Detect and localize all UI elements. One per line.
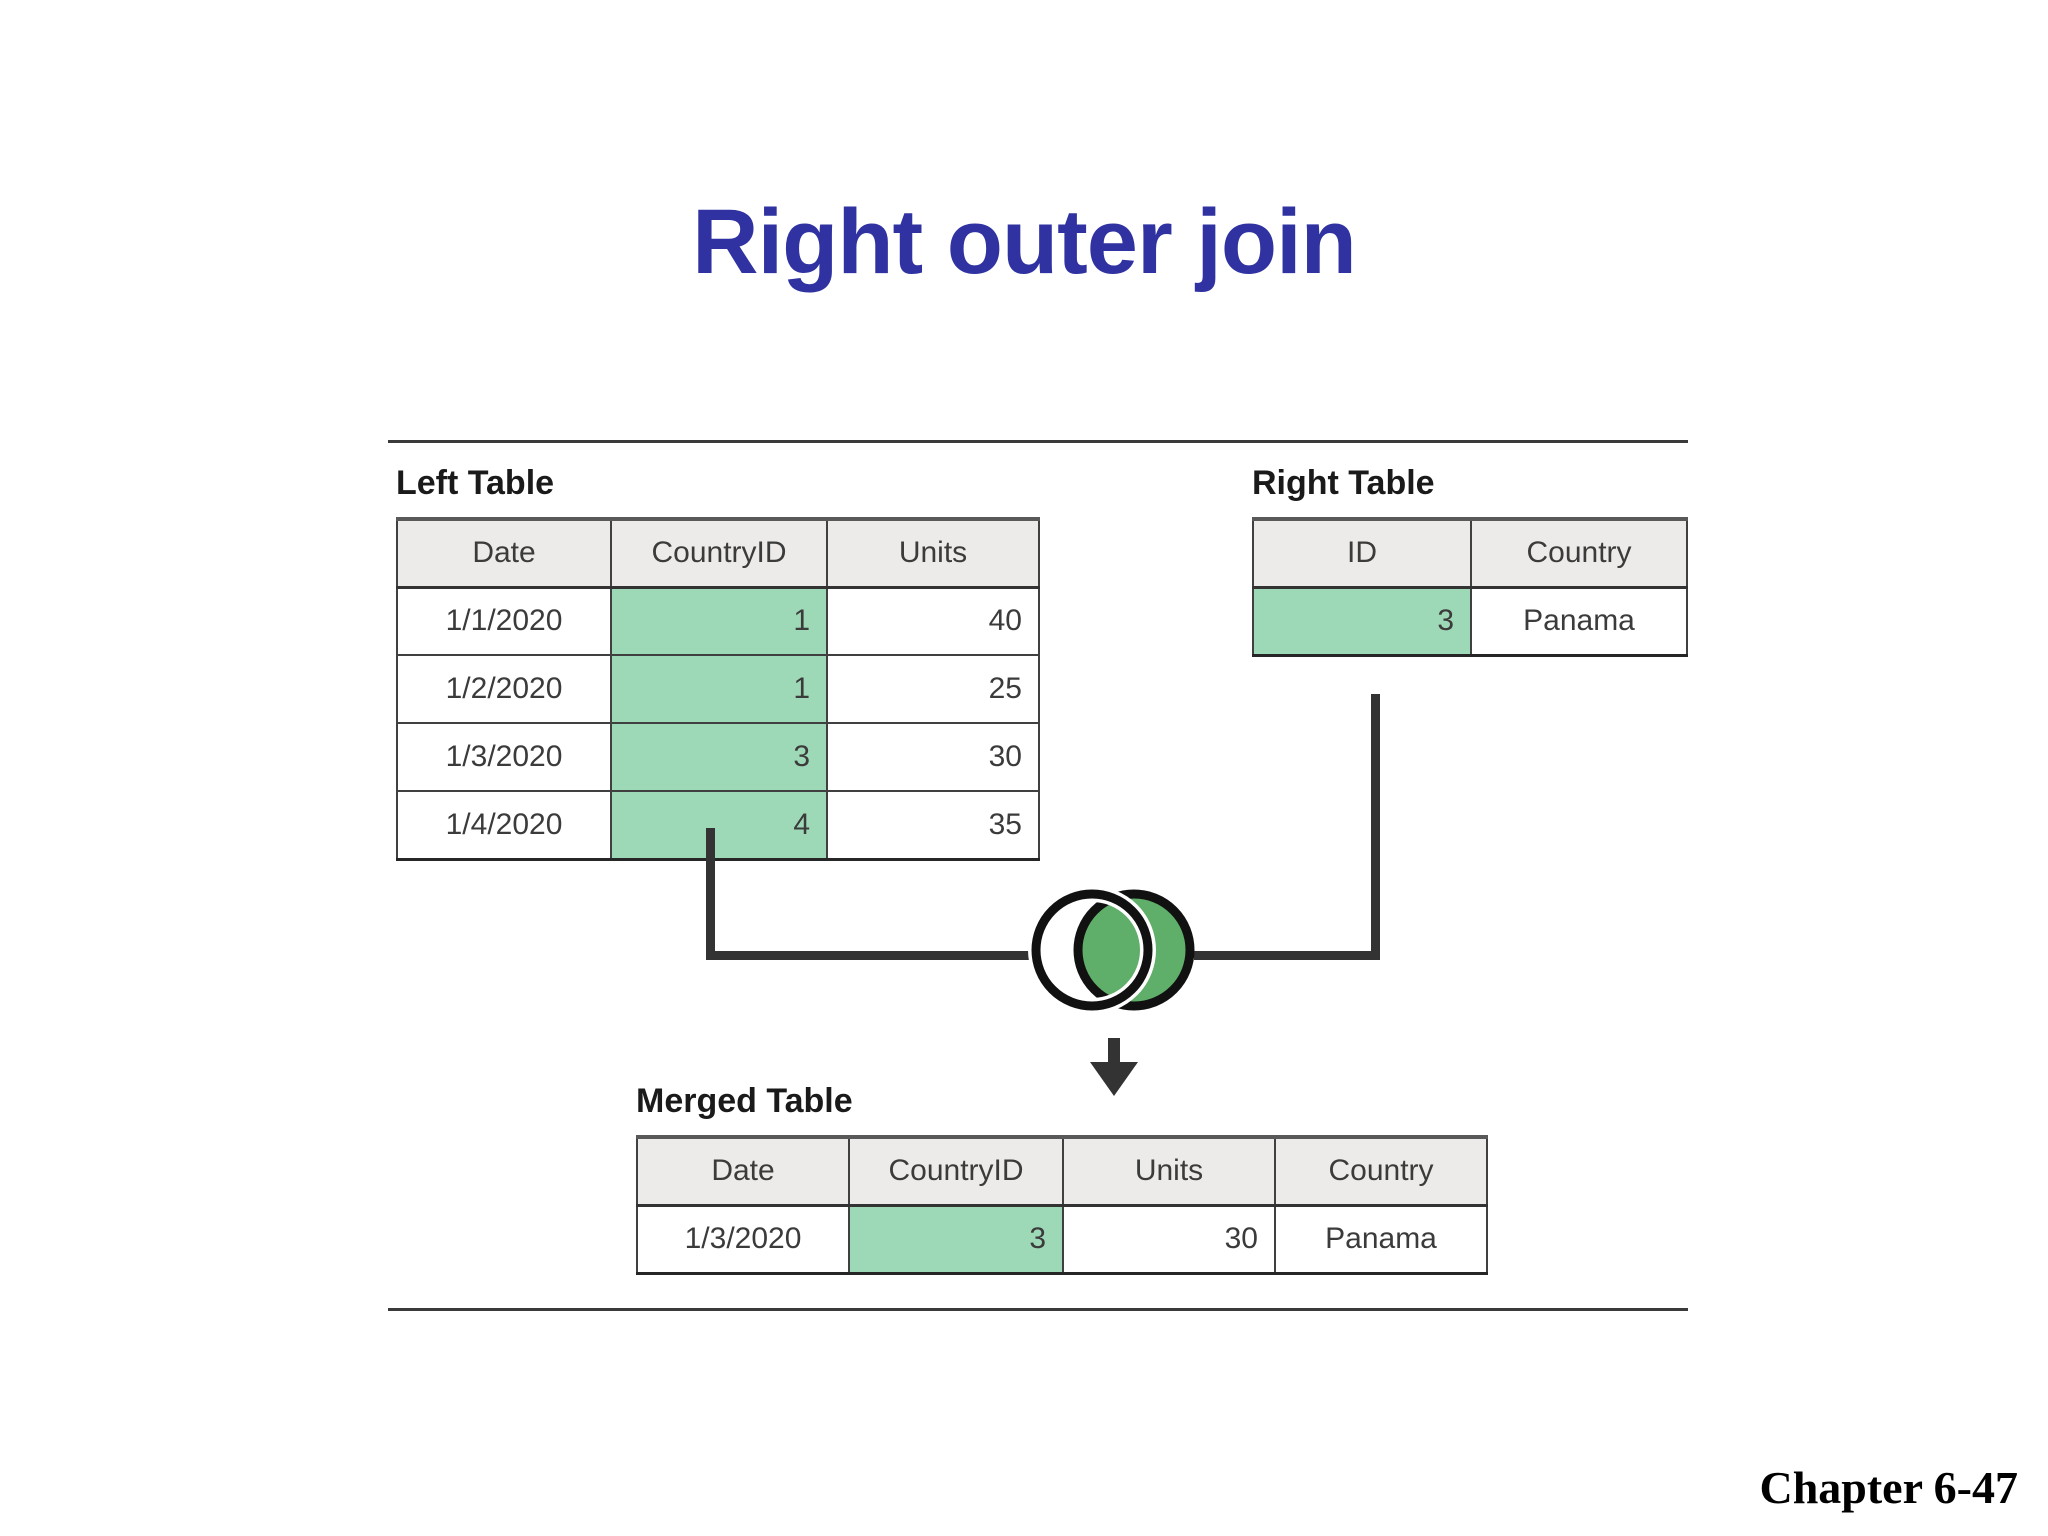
venn-diagram-icon <box>1028 884 1198 1016</box>
cell-units: 40 <box>826 586 1040 656</box>
table-row: 1/3/2020 3 30 <box>396 722 1040 792</box>
right-table-caption: Right Table <box>1252 464 1435 502</box>
cell-units: 30 <box>1062 1204 1276 1274</box>
cell-country: Panama <box>1470 586 1688 656</box>
column-header-date: Date <box>396 518 612 589</box>
cell-date: 1/4/2020 <box>396 790 612 860</box>
right-table-block: Right Table ID Country 3 Panama <box>1252 464 1688 657</box>
left-table-caption: Left Table <box>396 464 555 502</box>
cell-countryid: 4 <box>610 790 828 860</box>
down-arrow-icon <box>1088 1038 1140 1098</box>
cell-date: 1/1/2020 <box>396 586 612 656</box>
table-header-row: Date CountryID Units <box>396 518 1040 589</box>
right-table: ID Country 3 Panama <box>1252 517 1688 657</box>
table-row: 1/2/2020 1 25 <box>396 654 1040 724</box>
merged-table-caption: Merged Table <box>636 1082 853 1120</box>
column-header-units: Units <box>826 518 1040 589</box>
left-table-block: Left Table Date CountryID Units 1/1/2020… <box>396 464 1040 861</box>
column-header-countryid: CountryID <box>848 1136 1064 1207</box>
cell-countryid: 3 <box>610 722 828 792</box>
merged-table: Date CountryID Units Country 1/3/2020 3 … <box>636 1135 1488 1275</box>
table-header-row: Date CountryID Units Country <box>636 1136 1488 1207</box>
cell-date: 1/3/2020 <box>396 722 612 792</box>
table-row: 1/4/2020 4 35 <box>396 790 1040 860</box>
column-header-country: Country <box>1470 518 1688 589</box>
cell-countryid: 1 <box>610 586 828 656</box>
connector-right-vertical <box>1371 694 1380 960</box>
chapter-footer: Chapter 6-47 <box>1759 1462 2018 1513</box>
join-diagram: Left Table Date CountryID Units 1/1/2020… <box>388 440 1688 1320</box>
table-row: 3 Panama <box>1252 586 1688 656</box>
merged-table-block: Merged Table Date CountryID Units Countr… <box>636 1082 1488 1275</box>
cell-date: 1/3/2020 <box>636 1204 850 1274</box>
connector-left-horizontal <box>706 951 1042 960</box>
column-header-date: Date <box>636 1136 850 1207</box>
table-header-row: ID Country <box>1252 518 1688 589</box>
table-row: 1/1/2020 1 40 <box>396 586 1040 656</box>
connector-left-vertical <box>706 828 715 960</box>
connector-right-horizontal <box>1194 951 1380 960</box>
column-header-id: ID <box>1252 518 1472 589</box>
venn-left-circle-outline <box>1031 889 1153 1011</box>
column-header-country: Country <box>1274 1136 1488 1207</box>
column-header-countryid: CountryID <box>610 518 828 589</box>
cell-units: 25 <box>826 654 1040 724</box>
cell-country: Panama <box>1274 1204 1488 1274</box>
cell-id: 3 <box>1252 586 1472 656</box>
venn-right-circle <box>1073 889 1195 1011</box>
cell-countryid: 1 <box>610 654 828 724</box>
cell-date: 1/2/2020 <box>396 654 612 724</box>
column-header-units: Units <box>1062 1136 1276 1207</box>
left-table: Date CountryID Units 1/1/2020 1 40 1/2/2… <box>396 517 1040 861</box>
cell-countryid: 3 <box>848 1204 1064 1274</box>
cell-units: 35 <box>826 790 1040 860</box>
table-row: 1/3/2020 3 30 Panama <box>636 1204 1488 1274</box>
diagram-bottom-rule <box>388 1308 1688 1311</box>
diagram-top-rule <box>388 440 1688 443</box>
page-title: Right outer join <box>692 191 1357 293</box>
cell-units: 30 <box>826 722 1040 792</box>
